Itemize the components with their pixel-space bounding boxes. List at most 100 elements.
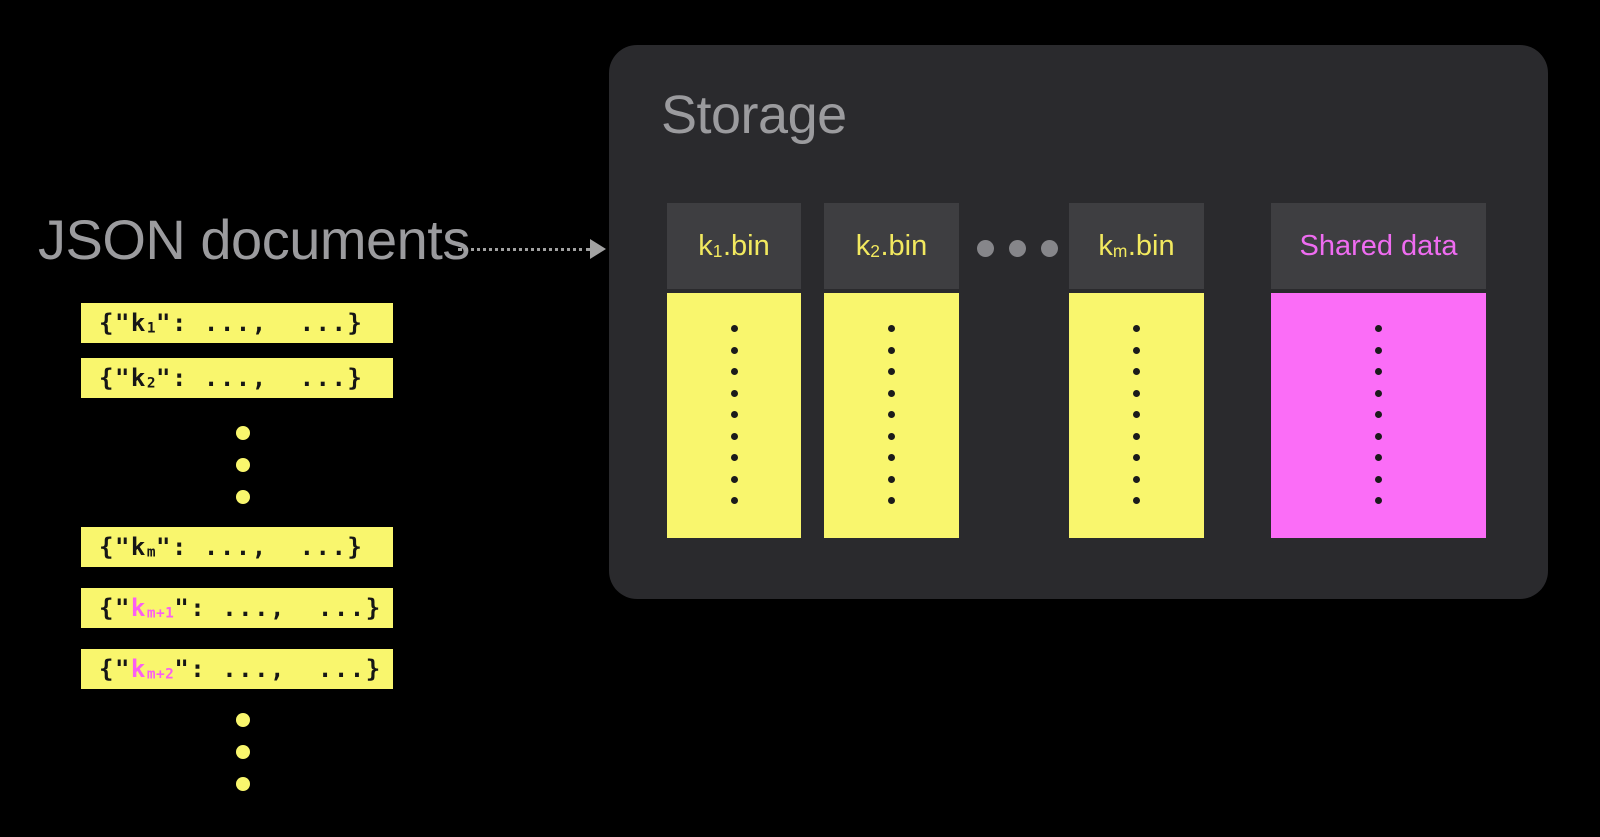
json-doc-bar-k1: {"k1": ..., ...} <box>81 303 393 343</box>
column-label-suffix: .bin <box>722 229 770 262</box>
doc-key-subscript: 1 <box>146 320 157 337</box>
storage-column-body-k2 <box>824 293 959 538</box>
doc-key-subscript: m+2 <box>146 666 175 683</box>
dot <box>1375 346 1382 354</box>
dot <box>236 426 250 440</box>
json-doc-bar-k2: {"k2": ..., ...} <box>81 358 393 398</box>
storage-panel: Storage k1.bin k2.bin km.bin Shared data <box>609 45 1548 599</box>
dot <box>1133 497 1140 504</box>
column-label-suffix: .bin <box>1127 229 1175 262</box>
doc-key-subscript: m+1 <box>146 605 175 622</box>
doc-key: km+2 <box>131 655 174 683</box>
storage-column-header-km: km.bin <box>1069 203 1204 289</box>
dot <box>1375 325 1382 332</box>
dot <box>236 777 250 791</box>
storage-column-shared-data: Shared data <box>1271 203 1486 538</box>
doc-key-letter: k <box>130 364 147 392</box>
vertical-ellipsis-dots-bottom <box>236 713 250 791</box>
doc-key-subscript: m <box>146 544 157 561</box>
column-key-subscript: 2 <box>870 240 881 261</box>
json-doc-text: {"km+1": ..., ...} <box>81 594 382 622</box>
horizontal-ellipsis-dots <box>977 240 1058 257</box>
dot <box>888 346 895 354</box>
doc-key-subscript: 2 <box>146 375 157 392</box>
storage-column-header-shared-data: Shared data <box>1271 203 1486 289</box>
storage-column-body-k1 <box>667 293 801 538</box>
dot <box>730 325 738 332</box>
dot <box>888 432 895 440</box>
dot <box>730 389 738 397</box>
dot <box>1133 389 1140 397</box>
dot <box>236 713 250 727</box>
dot <box>730 411 738 418</box>
column-key-letter: k <box>1098 229 1113 262</box>
column-key-letter: k <box>855 229 871 262</box>
doc-text-suffix: ": ..., ...} <box>156 364 364 392</box>
json-doc-bar-km: {"km": ..., ...} <box>81 527 393 567</box>
json-doc-bar-km2: {"km+2": ..., ...} <box>81 649 393 689</box>
dot <box>1375 475 1382 483</box>
dot <box>977 240 994 257</box>
dot <box>236 745 250 759</box>
doc-key-letter: k <box>130 309 147 337</box>
doc-text-prefix: {" <box>99 533 131 561</box>
dot <box>1009 240 1026 257</box>
storage-column-k2: k2.bin <box>824 203 959 538</box>
arrow-dotted-line <box>458 248 590 251</box>
storage-column-label: k2.bin <box>856 230 927 263</box>
json-documents-label: JSON documents <box>38 208 470 271</box>
dot <box>888 325 895 332</box>
column-label-suffix: .bin <box>880 229 928 262</box>
doc-text-prefix: {" <box>99 309 131 337</box>
column-key-subscript: 1 <box>712 240 723 261</box>
doc-text-suffix: ": ..., ...} <box>156 533 364 561</box>
dot <box>1375 454 1382 461</box>
storage-column-body-km <box>1069 293 1204 538</box>
doc-text-prefix: {" <box>99 594 131 622</box>
dot <box>730 475 738 483</box>
doc-key-letter: k <box>130 594 147 622</box>
dot <box>236 458 250 472</box>
json-doc-bar-km1: {"km+1": ..., ...} <box>81 588 393 628</box>
dot <box>730 497 738 504</box>
storage-column-body-shared-data <box>1271 293 1486 538</box>
dot <box>888 389 895 397</box>
dot <box>1133 368 1140 375</box>
doc-key: km <box>131 533 156 561</box>
dot <box>1375 432 1382 440</box>
dot <box>1041 240 1058 257</box>
column-key-letter: k <box>698 229 713 262</box>
dot <box>888 368 895 375</box>
dot <box>1133 411 1140 418</box>
json-doc-text: {"k1": ..., ...} <box>81 309 363 337</box>
storage-title: Storage <box>661 85 847 145</box>
doc-text-prefix: {" <box>99 364 131 392</box>
doc-key: km+1 <box>131 594 174 622</box>
dot <box>730 432 738 440</box>
json-doc-text: {"k2": ..., ...} <box>81 364 363 392</box>
dot <box>236 490 250 504</box>
storage-column-k1: k1.bin <box>667 203 801 538</box>
doc-key: k2 <box>131 364 156 392</box>
dot <box>1133 454 1140 461</box>
doc-text-suffix: ": ..., ...} <box>174 655 382 683</box>
storage-column-label: Shared data <box>1299 229 1458 262</box>
dot <box>1133 432 1140 440</box>
dot <box>1375 389 1382 397</box>
doc-key-letter: k <box>130 533 147 561</box>
dot <box>888 454 895 461</box>
json-doc-text: {"km": ..., ...} <box>81 533 363 561</box>
dot <box>730 368 738 375</box>
dot <box>888 411 895 418</box>
json-doc-text: {"km+2": ..., ...} <box>81 655 382 683</box>
doc-text-prefix: {" <box>99 655 131 683</box>
arrow-head-icon <box>590 239 606 259</box>
doc-key-letter: k <box>130 655 147 683</box>
storage-column-km: km.bin <box>1069 203 1204 538</box>
dot <box>1133 475 1140 483</box>
doc-text-suffix: ": ..., ...} <box>174 594 382 622</box>
storage-column-label: k1.bin <box>698 230 769 263</box>
dot <box>1133 346 1140 354</box>
dot <box>1375 411 1382 418</box>
